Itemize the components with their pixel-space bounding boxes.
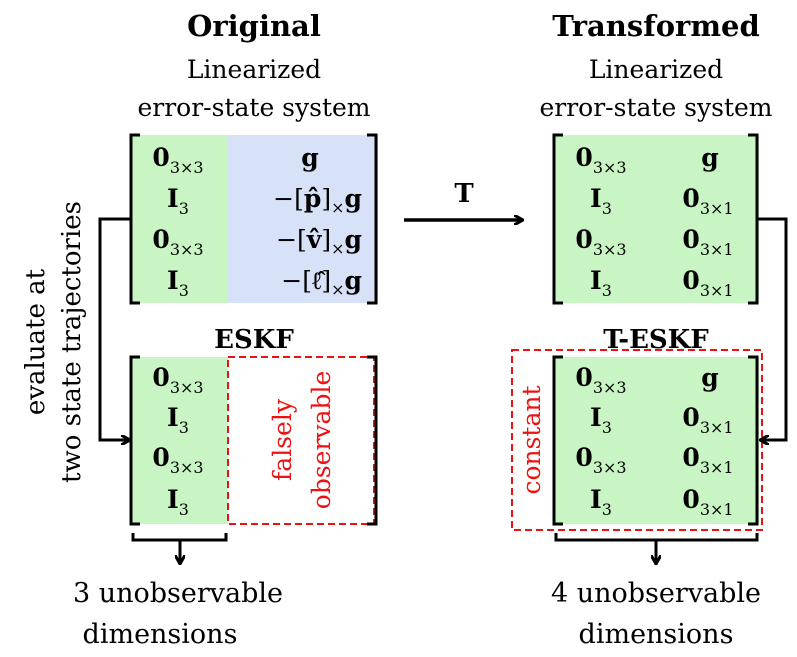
transformed-system-matrix: 03×3 I3 03×3 I3 g 03×1 03×1 03×1 [552, 133, 759, 305]
transform-label: T [454, 179, 474, 209]
t-eskf-matrix: 03×3 I3 03×3 I3 g 03×1 03×1 03×1 constan… [511, 349, 763, 531]
cell-identity-3: I3 [167, 403, 189, 437]
cell-identity-3: I3 [590, 184, 612, 218]
cell-g: g [701, 143, 718, 172]
right-bracket [367, 133, 378, 305]
falsely-label: falsely [268, 398, 297, 481]
cell-g: g [701, 363, 718, 392]
cell-minus-v-cross-g: −[v̂]×g [276, 225, 362, 258]
left-bottom-brace [131, 533, 228, 542]
cell-minus-p-cross-g: −[p̂]×g [273, 184, 362, 217]
left-bracket [552, 355, 563, 526]
cell-zero-3x3: 03×3 [575, 443, 626, 477]
green-block [553, 357, 759, 524]
green-column-block [130, 135, 228, 303]
left-subtitle-line2: error-state system [137, 93, 370, 122]
blue-column-block [228, 135, 378, 303]
cell-zero-3x3: 03×3 [575, 225, 626, 259]
cell-zero-3x1: 03×1 [682, 225, 733, 259]
cell-zero-3x1: 03×1 [682, 184, 733, 218]
falsely-observable-box [227, 356, 375, 525]
green-block [553, 135, 759, 303]
left-caption-line1: 3 unobservable [73, 578, 283, 609]
cell-identity-3: I3 [590, 266, 612, 300]
left-evaluate-arrow [98, 217, 131, 440]
cell-zero-3x3: 03×3 [152, 363, 203, 397]
cell-identity-3: I3 [590, 403, 612, 437]
right-bracket [367, 355, 378, 526]
constant-label: constant [517, 385, 546, 494]
left-subtitle-line1: Linearized [187, 55, 321, 84]
cell-zero-3x1: 03×1 [682, 443, 733, 477]
cell-zero-3x3: 03×3 [152, 143, 203, 177]
constant-box [511, 349, 763, 531]
eskf-matrix: 03×3 I3 03×3 I3 falsely observable [129, 355, 378, 526]
cell-zero-3x3: 03×3 [575, 363, 626, 397]
cell-zero-3x1: 03×1 [682, 403, 733, 437]
cell-zero-3x3: 03×3 [152, 225, 203, 259]
cell-zero-3x1: 03×1 [682, 485, 733, 519]
green-block [130, 357, 228, 524]
right-evaluate-arrow [757, 217, 788, 440]
observable-label: observable [307, 371, 336, 509]
eskf-label: ESKF [214, 325, 294, 355]
original-system-matrix: 03×3 I3 03×3 I3 g −[p̂]×g −[v̂]×g −[ℓ̂]×… [129, 133, 378, 305]
right-bracket [748, 355, 759, 526]
right-caption-line1: 4 unobservable [551, 578, 761, 609]
side-label-line1: evaluate at [21, 268, 51, 415]
right-subtitle-line1: Linearized [589, 55, 723, 84]
cell-zero-3x1: 03×1 [682, 266, 733, 300]
cell-identity-3: I3 [167, 266, 189, 300]
right-subtitle-line2: error-state system [539, 93, 772, 122]
left-bracket [129, 355, 140, 526]
cell-identity-3: I3 [167, 184, 189, 218]
left-bracket [552, 133, 563, 305]
cell-zero-3x3: 03×3 [152, 443, 203, 477]
left-caption-line2: dimensions [83, 619, 238, 650]
cell-identity-3: I3 [590, 485, 612, 519]
right-caption-line2: dimensions [579, 619, 734, 650]
side-label-line2: two state trajectories [57, 201, 87, 483]
cell-identity-3: I3 [167, 485, 189, 519]
right-title: Transformed [552, 9, 759, 43]
cell-minus-l-cross-g: −[ℓ̂]×g [281, 266, 362, 299]
left-title: Original [187, 9, 321, 43]
cell-g: g [301, 143, 318, 172]
right-bottom-brace [554, 533, 759, 542]
cell-zero-3x3: 03×3 [575, 143, 626, 177]
